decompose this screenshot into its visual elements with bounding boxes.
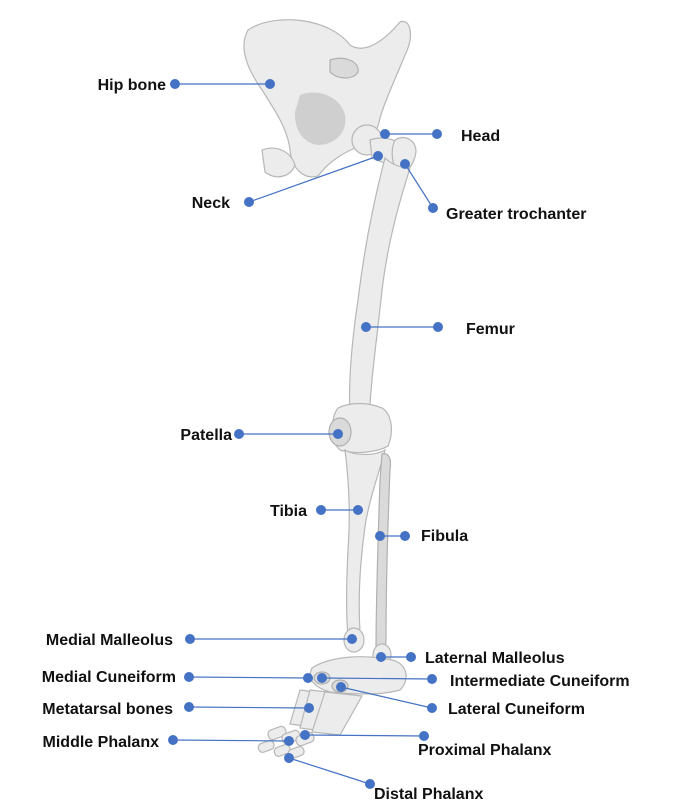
dot-medial-cuneiform-target [303, 673, 313, 683]
dot-metatarsal-bones-target [304, 703, 314, 713]
dot-medial-malleolus-label [185, 634, 195, 644]
label-metatarsal-bones: Metatarsal bones [42, 701, 173, 718]
dot-patella-target [333, 429, 343, 439]
label-neck: Neck [192, 195, 230, 212]
dot-fibula-target [375, 531, 385, 541]
dot-lateral-cuneiform-label [427, 703, 437, 713]
dot-middle-phalanx-target [284, 736, 294, 746]
dot-intermediate-cuneiform-target [317, 673, 327, 683]
label-medial-cuneiform: Medial Cuneiform [42, 669, 176, 686]
dot-laternal-malleolus-target [376, 652, 386, 662]
leg-skeleton-illustration [244, 20, 416, 760]
dot-medial-cuneiform-label [184, 672, 194, 682]
dot-hip-bone-target [265, 79, 275, 89]
label-tibia: Tibia [270, 503, 307, 520]
dot-head-target [380, 129, 390, 139]
dot-proximal-phalanx-target [300, 730, 310, 740]
dot-laternal-malleolus-label [406, 652, 416, 662]
leader-proximal-phalanx [305, 735, 424, 736]
leader-middle-phalanx [173, 740, 289, 741]
dot-proximal-phalanx-label [419, 731, 429, 741]
label-proximal-phalanx: Proximal Phalanx [418, 742, 551, 759]
dot-greater-trochanter-label [428, 203, 438, 213]
label-greater-trochanter: Greater trochanter [446, 206, 587, 223]
dot-fibula-label [400, 531, 410, 541]
dot-metatarsal-bones-label [184, 702, 194, 712]
dot-hip-bone-label [170, 79, 180, 89]
label-hip-bone: Hip bone [98, 77, 167, 94]
dot-greater-trochanter-target [400, 159, 410, 169]
label-intermediate-cuneiform: Intermediate Cuneiform [450, 673, 630, 690]
dot-lateral-cuneiform-target [336, 682, 346, 692]
dot-neck-label [244, 197, 254, 207]
label-fibula: Fibula [421, 528, 468, 545]
label-femur: Femur [466, 321, 515, 338]
dot-middle-phalanx-label [168, 735, 178, 745]
dot-patella-label [234, 429, 244, 439]
dot-tibia-target [353, 505, 363, 515]
dot-intermediate-cuneiform-label [427, 674, 437, 684]
femur-shape [349, 158, 410, 418]
dot-femur-target [361, 322, 371, 332]
leader-distal-phalanx [289, 758, 370, 784]
dot-head-label [432, 129, 442, 139]
label-head: Head [461, 128, 500, 145]
fibula-shape [376, 454, 391, 653]
label-distal-phalanx: Distal Phalanx [374, 786, 483, 803]
label-patella: Patella [180, 427, 232, 444]
leader-medial-cuneiform [189, 677, 308, 678]
dot-medial-malleolus-target [347, 634, 357, 644]
dot-distal-phalanx-target [284, 753, 294, 763]
label-laternal-malleolus: Laternal Malleolus [425, 650, 565, 667]
label-medial-malleolus: Medial Malleolus [46, 632, 173, 649]
dot-femur-label [433, 322, 443, 332]
leader-metatarsal-bones [189, 707, 309, 708]
dot-neck-target [373, 151, 383, 161]
label-middle-phalanx: Middle Phalanx [43, 734, 160, 751]
dot-tibia-label [316, 505, 326, 515]
leader-greater-trochanter [405, 164, 433, 208]
metatarsals-shape [290, 690, 362, 735]
label-lateral-cuneiform: Lateral Cuneiform [448, 701, 585, 718]
